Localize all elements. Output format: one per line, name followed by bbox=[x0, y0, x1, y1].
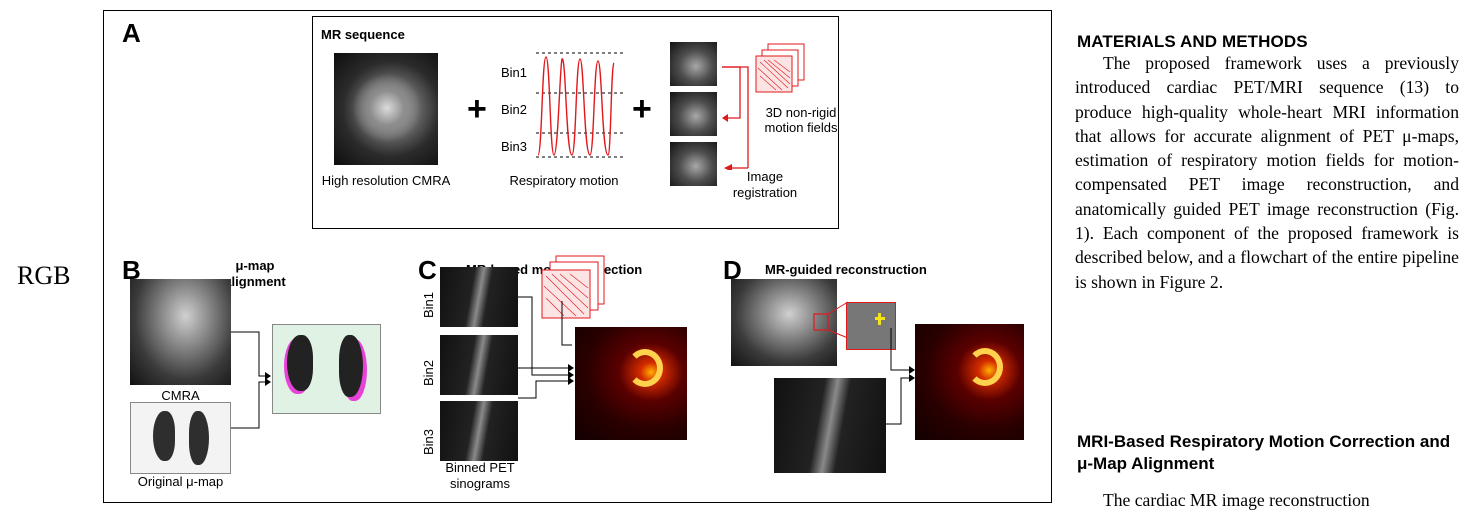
paragraph-1: The proposed framework uses a previously… bbox=[1075, 53, 1459, 292]
registration-label-2: registration bbox=[732, 185, 798, 200]
panel-d-letter: D bbox=[723, 255, 742, 285]
panel-b-arrows bbox=[231, 331, 271, 429]
resp-bin1-label: Bin1 bbox=[501, 65, 528, 80]
paragraph-2: The cardiac MR image reconstruction bbox=[1103, 490, 1370, 510]
cmra-image bbox=[334, 53, 438, 165]
panel-c-motion-field-stack bbox=[541, 255, 605, 319]
cmra-b-label: CMRA bbox=[161, 388, 200, 403]
zoom-connector bbox=[813, 301, 849, 339]
paragraph-2-container: The cardiac MR image reconstruction bbox=[1075, 488, 1459, 512]
plus-sign-1: + bbox=[467, 90, 487, 128]
sinogram-bin2-label: Bin2 bbox=[421, 359, 436, 386]
motion-fields-label-2: motion fields bbox=[764, 120, 838, 135]
motion-field-stack bbox=[755, 43, 805, 93]
sinogram-bin1 bbox=[440, 267, 518, 327]
panel-c-arrows bbox=[518, 296, 574, 399]
section-heading: MATERIALS AND METHODS bbox=[1077, 32, 1308, 51]
panel-d-arrows bbox=[885, 328, 915, 425]
zoom-patch bbox=[846, 302, 896, 350]
original-mu-map-label: Original μ-map bbox=[137, 474, 224, 489]
panel-b-letter: B bbox=[122, 255, 141, 285]
mr-guide-image bbox=[731, 279, 837, 366]
panel-a-letter: A bbox=[122, 18, 141, 48]
subsection-heading: MRI-Based Respiratory Motion Correction … bbox=[1077, 432, 1451, 473]
intro-paragraph: The proposed framework uses a previously… bbox=[1075, 51, 1459, 294]
registration-label-1: Image bbox=[746, 169, 784, 184]
resp-bin2-label: Bin2 bbox=[501, 102, 528, 117]
resp-bin3-label: Bin3 bbox=[501, 139, 528, 154]
sinogram-bin3 bbox=[440, 401, 518, 461]
resp-motion-label: Respiratory motion bbox=[509, 173, 619, 188]
cmra-label: High resolution CMRA bbox=[321, 173, 451, 188]
pet-sinogram-d bbox=[774, 378, 886, 473]
panel-b-title-2: alignment bbox=[224, 274, 286, 289]
sinogram-bin1-label: Bin1 bbox=[421, 291, 436, 318]
aligned-mu-map-image bbox=[272, 324, 381, 414]
panel-b-title-1: μ-map bbox=[235, 258, 275, 273]
sinogram-bin2 bbox=[440, 335, 518, 395]
mr-sequence-title: MR sequence bbox=[321, 27, 405, 42]
pet-motion-corrected-image bbox=[575, 327, 687, 440]
rgb-label: RGB bbox=[17, 261, 71, 290]
panel-c-letter: C bbox=[418, 255, 437, 285]
bin2-thumbnail bbox=[670, 92, 717, 136]
cmra-coronal-image bbox=[130, 279, 231, 385]
motion-fields-label-1: 3D non-rigid bbox=[765, 105, 837, 120]
sinogram-label-1: Binned PET bbox=[445, 460, 515, 475]
bin1-thumbnail bbox=[670, 42, 717, 86]
panel-d-title: MR-guided reconstruction bbox=[765, 262, 927, 277]
sinogram-label-2: sinograms bbox=[450, 476, 510, 491]
sinogram-bin3-label: Bin3 bbox=[421, 428, 436, 455]
registration-arrows bbox=[722, 66, 749, 170]
plus-sign-2: + bbox=[632, 90, 652, 128]
bin3-thumbnail bbox=[670, 142, 717, 186]
respiratory-trace bbox=[536, 52, 623, 158]
pet-mr-guided-image bbox=[915, 324, 1024, 440]
original-mu-map-image bbox=[130, 402, 231, 474]
mr-sequence-box bbox=[312, 16, 839, 229]
figure-frame bbox=[103, 10, 1052, 503]
